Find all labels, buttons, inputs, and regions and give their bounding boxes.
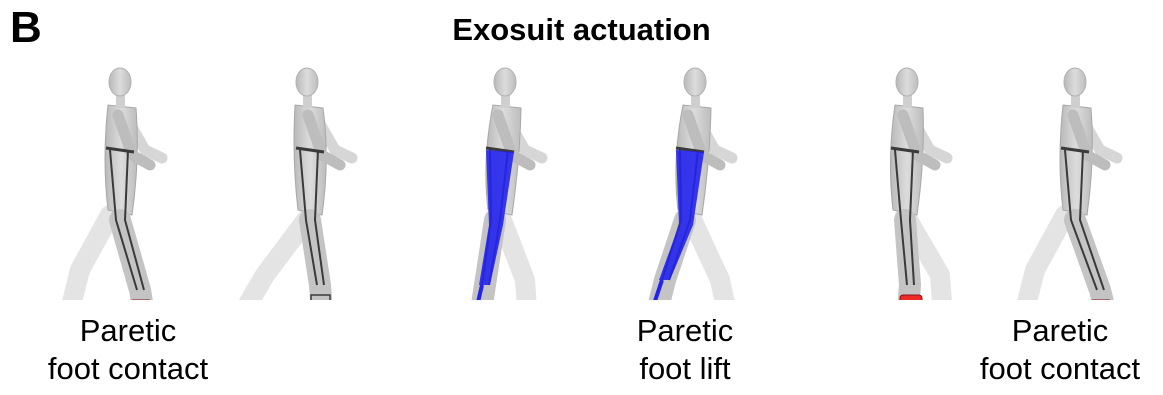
caption-line: foot lift (590, 350, 780, 388)
head (896, 68, 918, 96)
caption-line: Paretic (590, 312, 780, 350)
caption-line: Paretic (28, 312, 228, 350)
paretic-leg (1075, 220, 1115, 300)
head (684, 68, 706, 96)
far-leg (1015, 215, 1065, 300)
far-leg (60, 215, 110, 300)
walking-figure (38, 68, 176, 300)
head (1064, 68, 1086, 96)
paretic-leg (905, 220, 910, 300)
caption-foot-contact-2: Paretic foot contact (960, 312, 1160, 388)
walking-figure (208, 68, 352, 300)
caption-line: Paretic (960, 312, 1160, 350)
gait-figures (0, 0, 1163, 300)
far-leg (690, 215, 735, 300)
caption-foot-contact-1: Paretic foot contact (28, 312, 228, 388)
walking-figure (461, 68, 542, 300)
head (109, 68, 131, 96)
caption-line: foot contact (28, 350, 228, 388)
plantarflexion-actuator (900, 295, 922, 300)
head (296, 68, 318, 96)
far-leg (230, 215, 310, 300)
walking-figure (636, 68, 741, 300)
caption-foot-lift: Paretic foot lift (590, 312, 780, 388)
walking-figure (890, 68, 951, 300)
head (494, 68, 516, 96)
caption-line: foot contact (960, 350, 1160, 388)
walking-figure (993, 68, 1141, 300)
